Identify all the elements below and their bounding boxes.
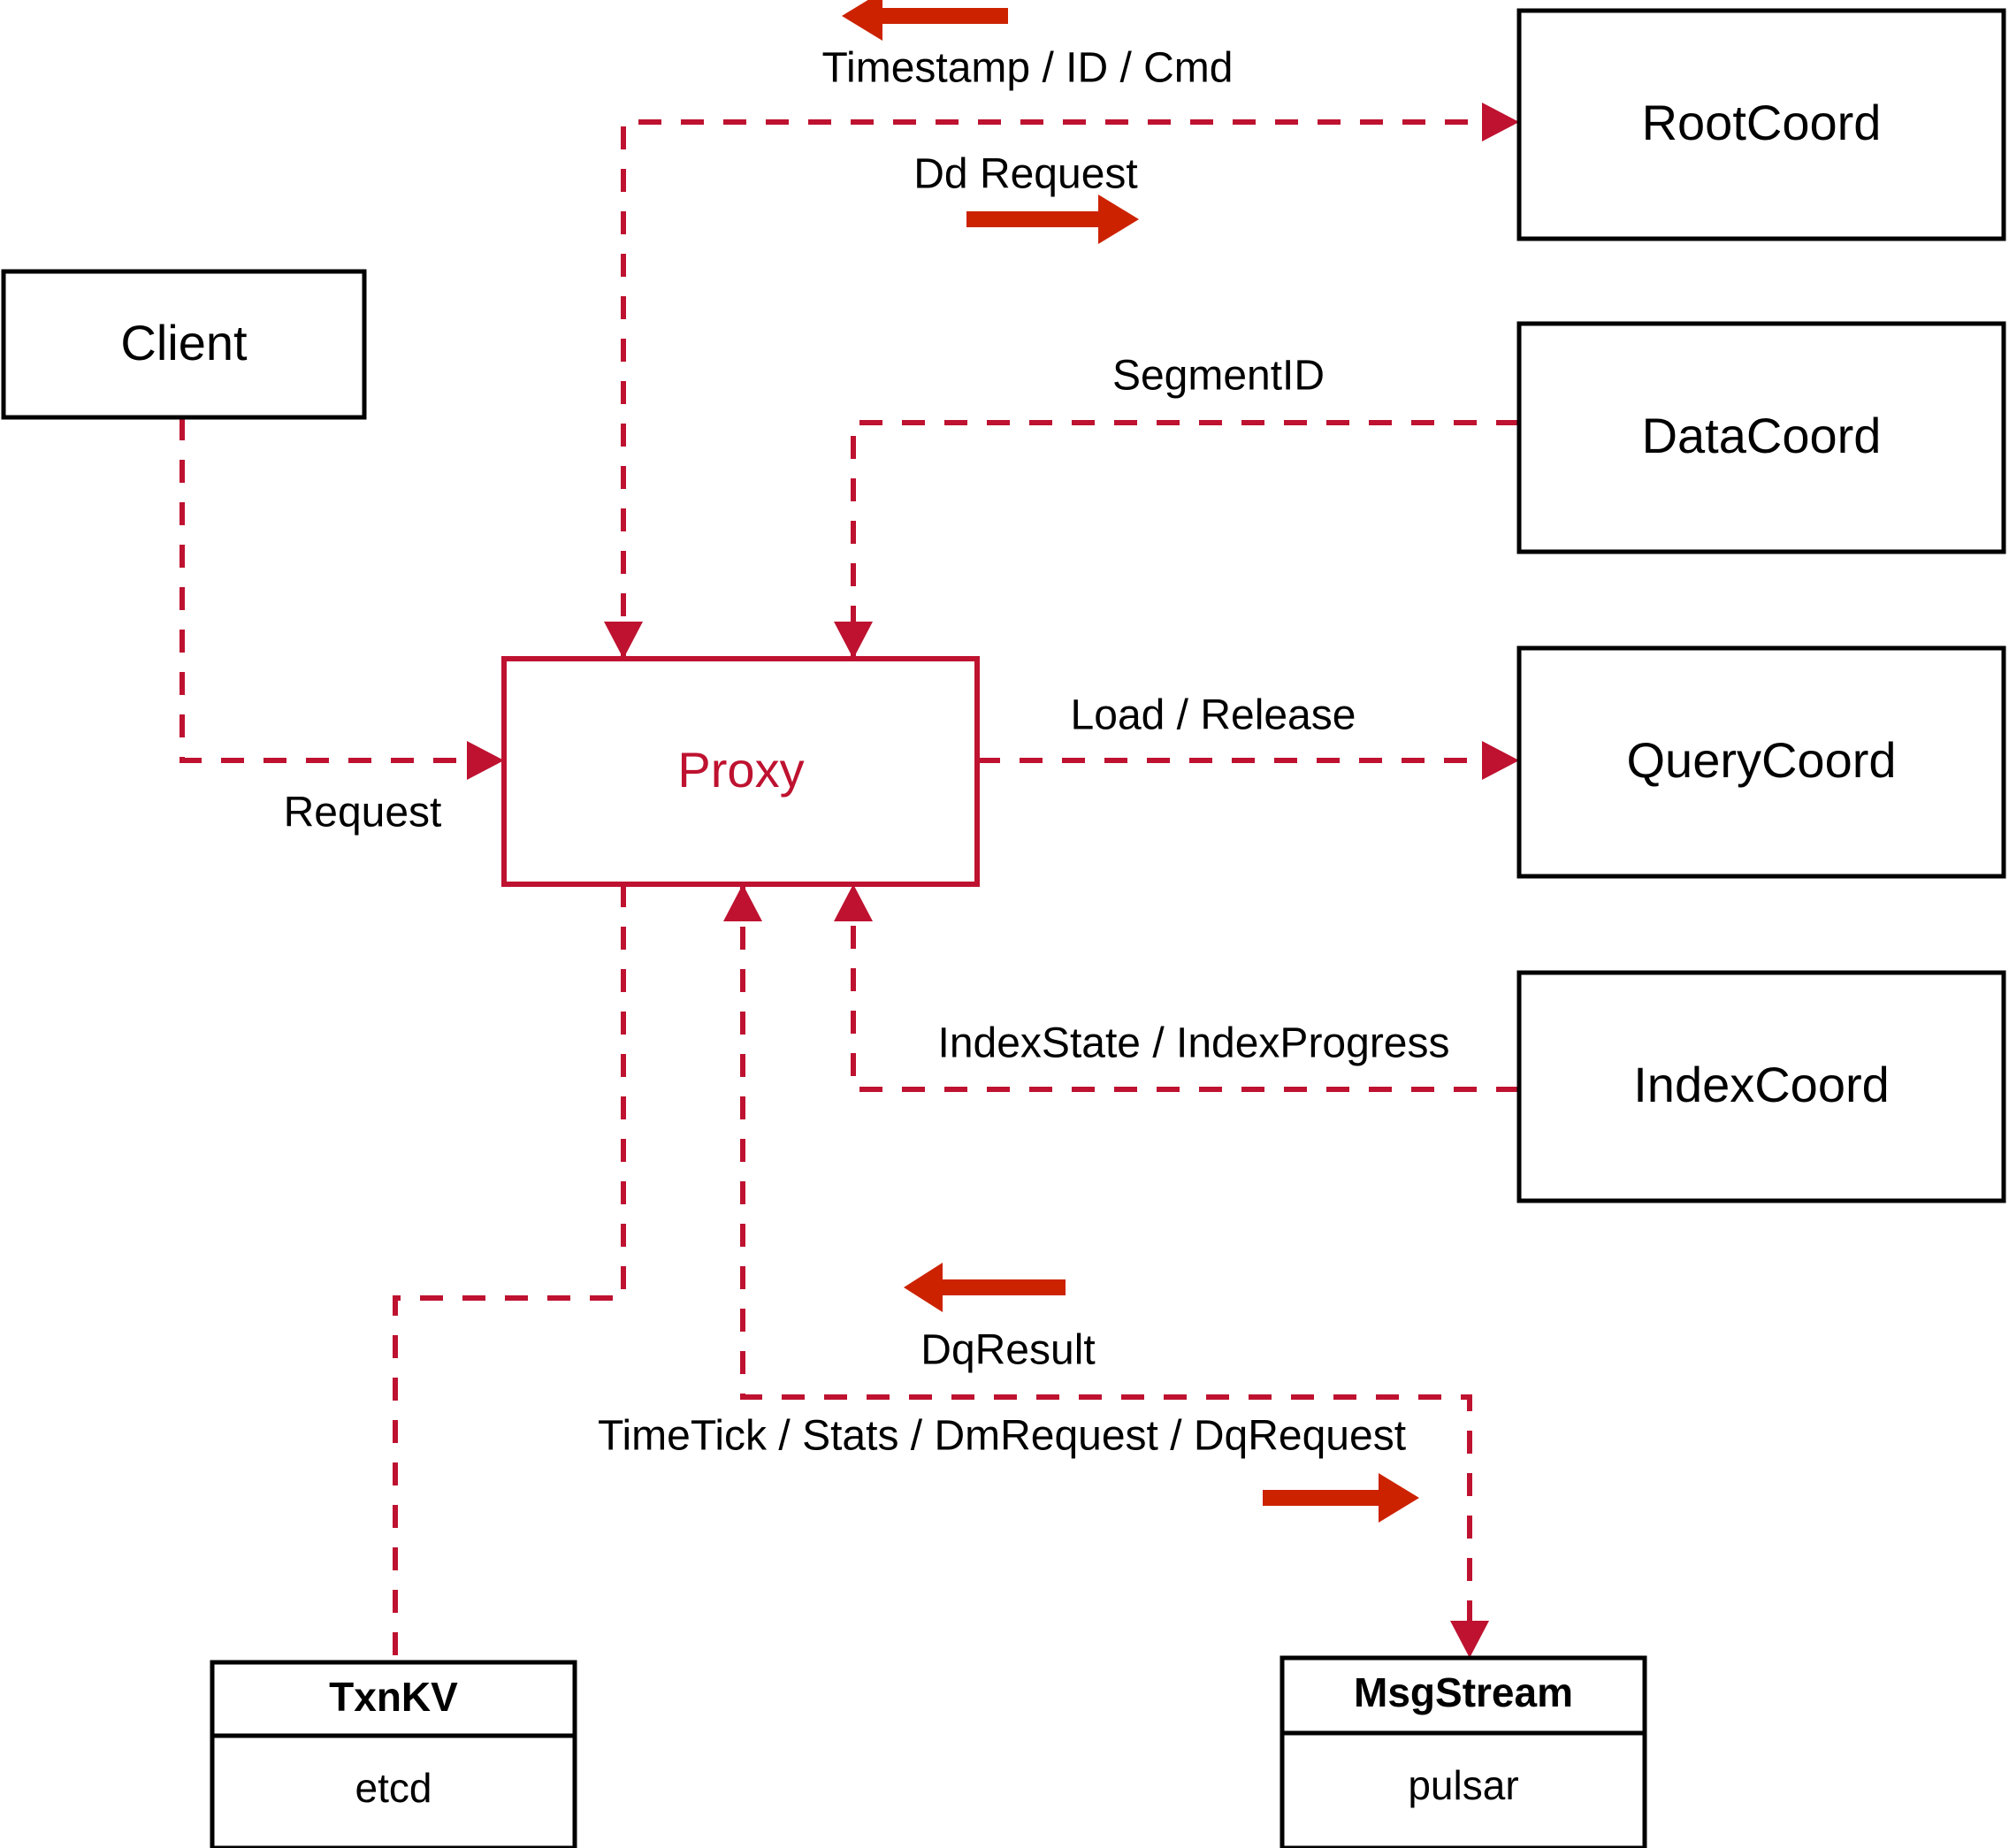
direction-arrowhead-left-msgstream [904, 1263, 943, 1312]
direction-arrowhead-left-rootcoord [842, 0, 882, 41]
node-proxy[interactable] [501, 656, 980, 887]
edge-label-index-state: IndexState / IndexProgress [938, 1020, 1450, 1067]
edge-dqresult: DqResult [904, 1263, 1096, 1374]
edge-label-segmentid: SegmentID [1112, 353, 1325, 400]
edge-label-load-release: Load / Release [1071, 692, 1356, 739]
connector-proxy-to-txnkv [393, 884, 626, 1662]
connector-datacoord-to-proxy [851, 420, 1519, 659]
edge-label-msgstream-request: TimeTick / Stats / DmRequest / DqRequest [598, 1413, 1406, 1460]
arrowhead-proxy-to-rootcoord [1482, 103, 1519, 141]
edge-label-root-request: Dd Request [913, 151, 1137, 198]
connector-proxy-to-rootcoord [621, 119, 1497, 659]
edge-msgstream-request: TimeTick / Stats / DmRequest / DqRequest [598, 1413, 1419, 1523]
node-client-label: Client [120, 315, 248, 370]
arrowhead-rootcoord-to-proxy [604, 622, 643, 659]
node-msgstream-title: MsgStream [1354, 1669, 1573, 1715]
node-client[interactable] [1, 269, 367, 420]
arrowhead-proxy-to-msgstream [1450, 1621, 1489, 1658]
direction-arrowhead-right-rootcoord [1098, 195, 1139, 244]
arrowhead-indexcoord-to-proxy [834, 884, 873, 921]
node-querycoord[interactable] [1516, 645, 2006, 879]
direction-arrowhead-right-msgstream [1379, 1473, 1419, 1523]
edge-root-response: Timestamp / ID / Cmd [822, 0, 1234, 92]
edge-label-dqresult: DqResult [920, 1327, 1095, 1374]
node-txnkv-impl: etcd [355, 1765, 432, 1811]
edge-label-root-response: Timestamp / ID / Cmd [822, 45, 1234, 92]
arrowhead-msgstream-to-proxy [723, 884, 762, 921]
node-msgstream-impl: pulsar [1408, 1762, 1518, 1808]
node-indexcoord[interactable] [1516, 970, 2006, 1203]
connector-indexcoord-to-proxy [851, 906, 1519, 1092]
arrowhead-proxy-to-querycoord [1482, 741, 1519, 780]
node-txnkv-title: TxnKV [329, 1674, 458, 1720]
node-datacoord[interactable] [1516, 321, 2006, 554]
arrowhead-client-to-proxy [467, 741, 504, 780]
connector-client-to-proxy [180, 417, 482, 763]
node-msgstream[interactable] [1279, 1655, 1647, 1848]
node-txnkv[interactable] [210, 1660, 577, 1848]
node-rootcoord[interactable] [1516, 8, 2006, 241]
node-proxy-label: Proxy [677, 742, 804, 798]
node-rootcoord-label: RootCoord [1642, 95, 1882, 150]
edge-root-request: Dd Request [913, 151, 1139, 244]
node-indexcoord-label: IndexCoord [1633, 1057, 1890, 1112]
arrowhead-datacoord-to-proxy [834, 622, 873, 659]
connector-proxy-to-msgstream [740, 884, 1472, 1631]
node-datacoord-label: DataCoord [1642, 408, 1882, 463]
edge-label-request: Request [284, 790, 442, 836]
node-querycoord-label: QueryCoord [1626, 732, 1896, 788]
